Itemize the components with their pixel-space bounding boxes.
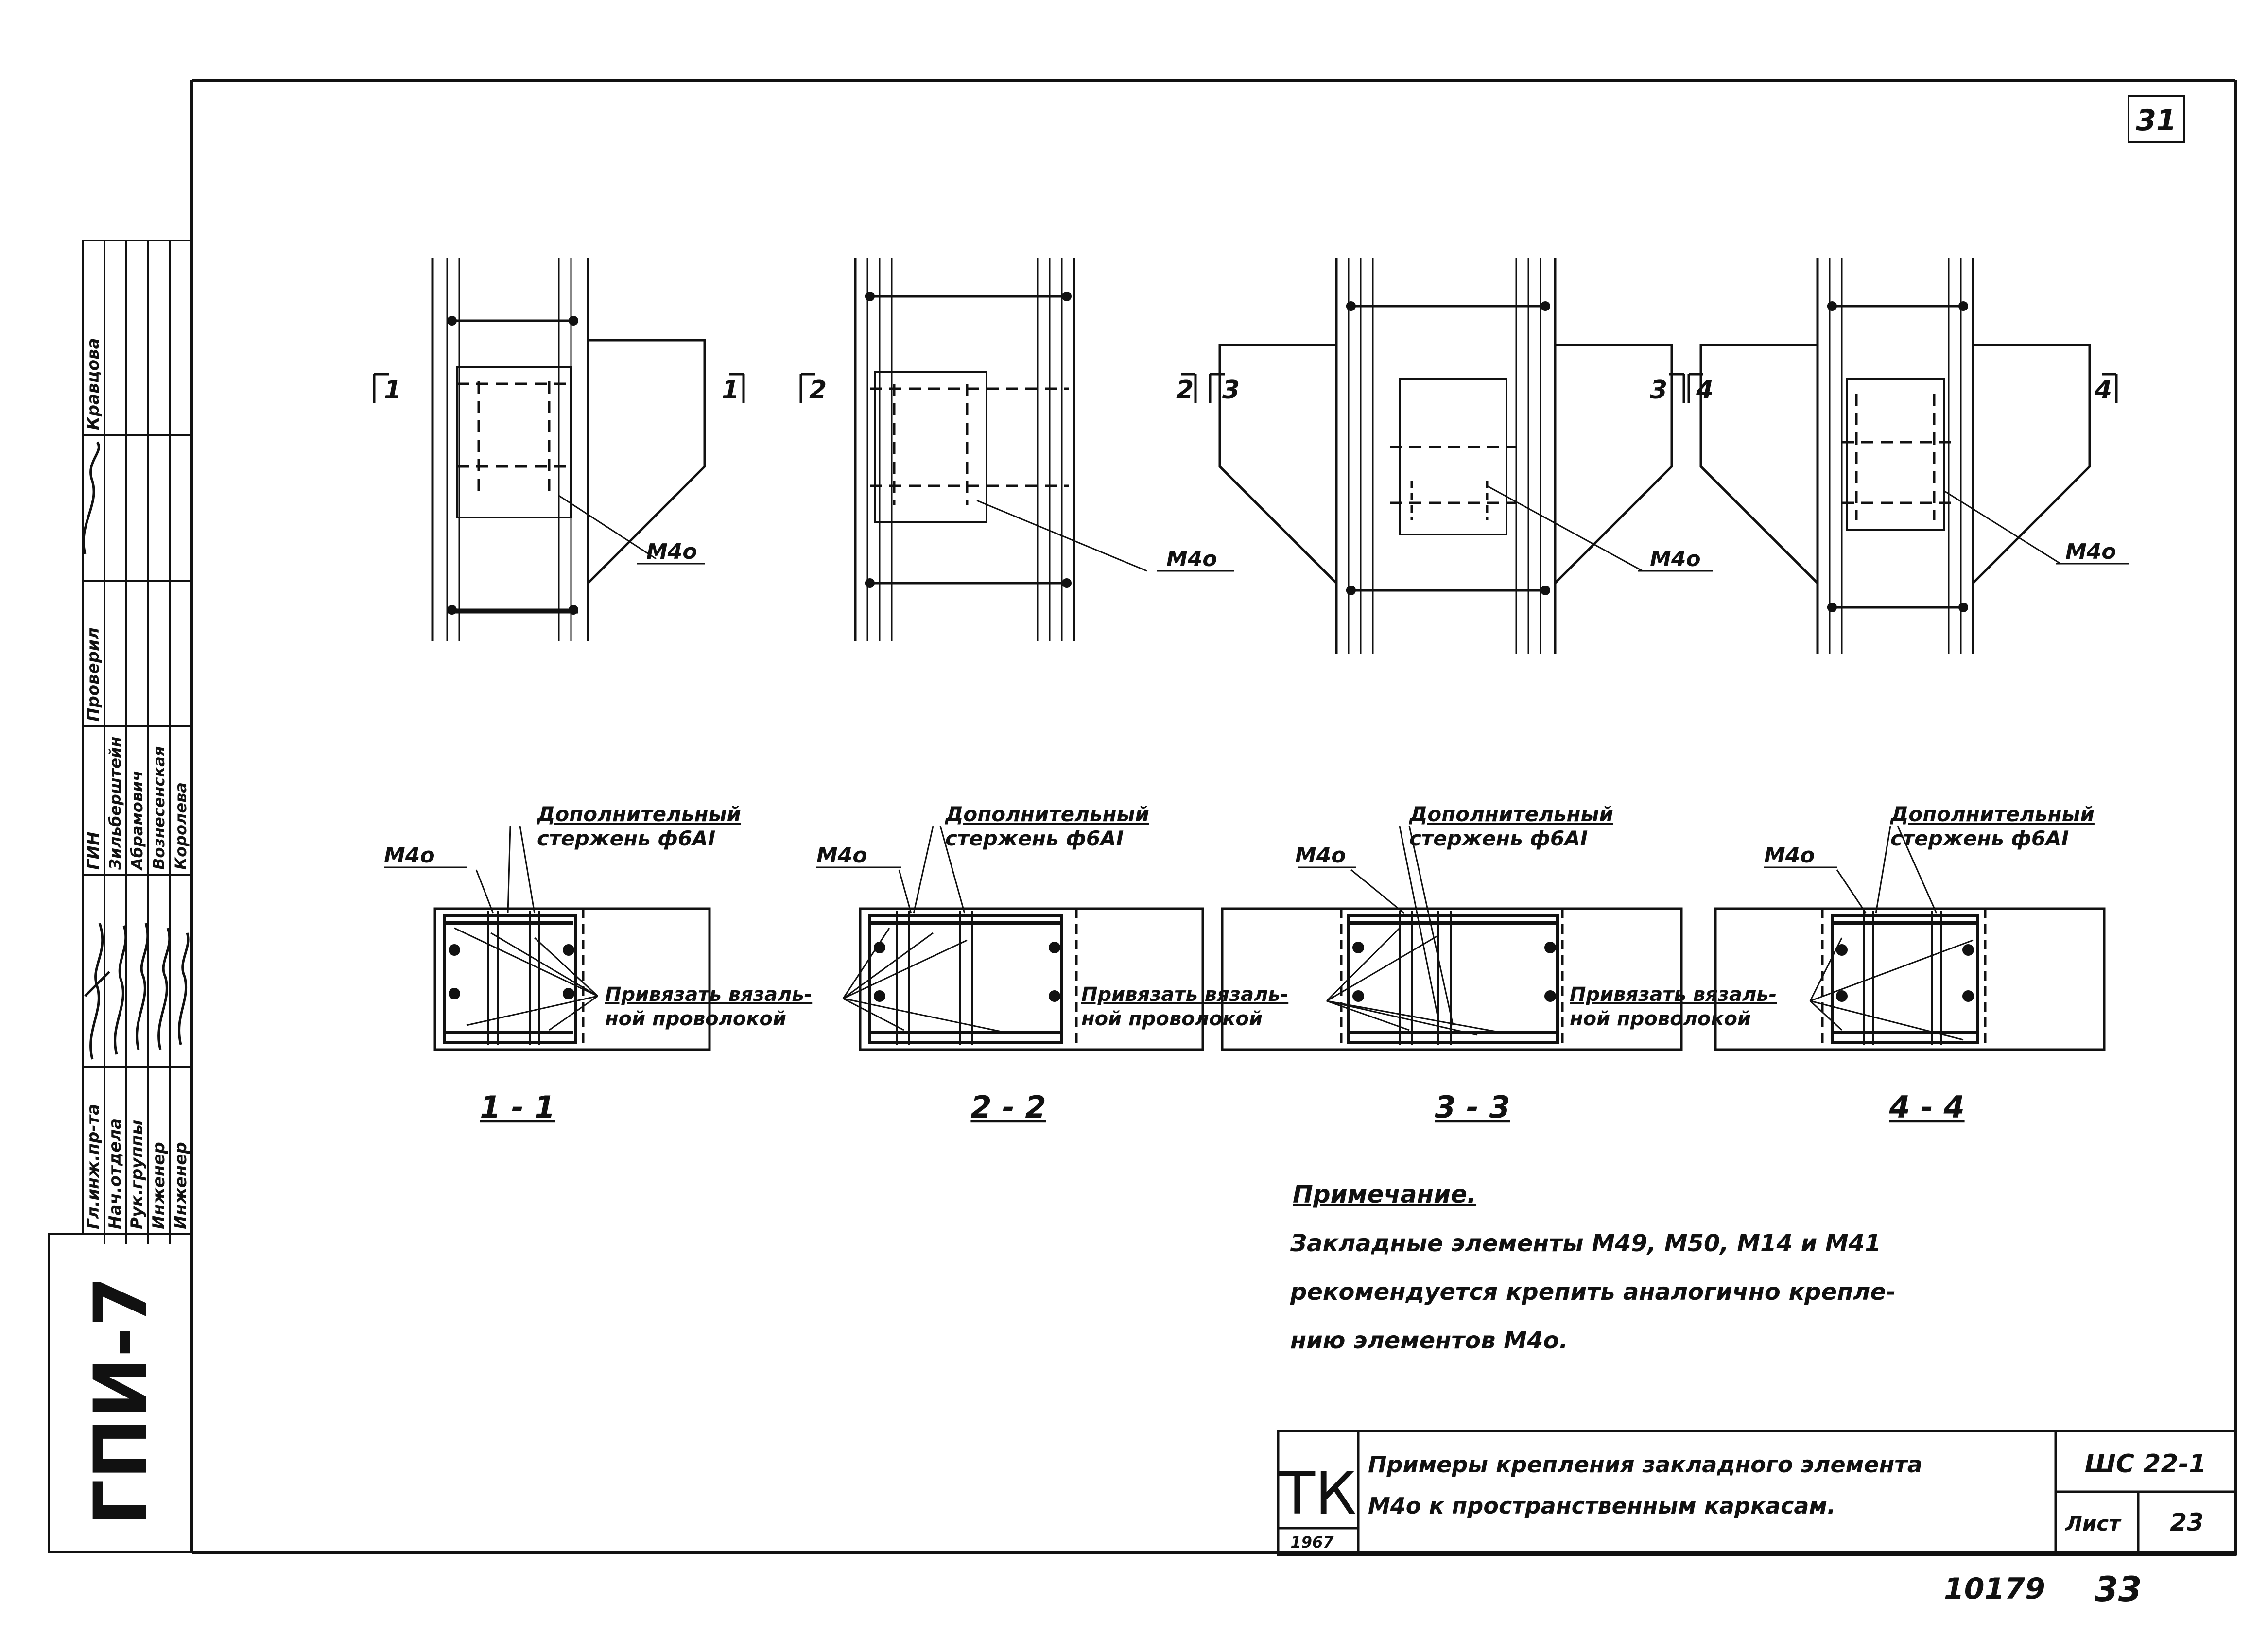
title-block [1277,1430,2237,1556]
name-zilbershtein: Зильберштейн [106,736,124,870]
plan-view-3 [1218,258,1713,654]
title-block-texts: ТК 1967 Примеры крепления закладного эле… [1279,1449,2207,1551]
plan4-mark-right: 4 [2094,376,2112,405]
stamp-number: ГПИ-7 [79,1276,163,1526]
plan1-callout: М4о [646,539,697,564]
name-abramovich: Абрамович [128,771,146,871]
tie-wire-1-line1: Привязать вязаль- [605,983,812,1006]
role-engineer-2: Инженер [171,1142,190,1229]
archive-number: 10179 [1944,1572,2045,1606]
note-line-2: рекомендуется крепить аналогично крепле- [1290,1278,1896,1306]
page-number: 33 [2095,1569,2142,1609]
plan-view-4 [1699,258,2129,654]
section-rebar-dots [449,942,1974,1002]
left-stamp-block [48,240,193,1553]
section-3-3 [1221,826,1683,1051]
plan2-mark-right: 2 [1176,376,1194,405]
tie-wire-3-line1: Привязать вязаль- [1570,983,1777,1006]
plan4-callout: М4о [2065,539,2116,564]
additional-bar-2-line1: Дополнительный [944,802,1149,826]
plan3-section-marks [1209,373,1685,403]
role-group-leader: Рук.группы [127,1120,147,1229]
plan2-callout: М4о [1166,547,1217,571]
left-stamp-texts: Гл.инж.пр-та Нач.отдела Рук.группы Инжен… [79,338,190,1526]
additional-bar-1-line2: стержень ф6АI [537,827,715,850]
section-1-1 [384,826,711,1051]
section3-callout: М4о [1295,843,1346,868]
plan-rebar-dots [447,292,1968,615]
additional-bar-4-line1: Дополнительный [1889,802,2095,826]
plan2-section-marks [799,373,1197,403]
tie-wire-3-line2: ной проволокой [1570,1008,1751,1030]
plan4-mark-left: 4 [1696,376,1714,405]
section1-callout: М4о [384,843,435,868]
tie-wire-2-line2: ной проволокой [1081,1008,1263,1030]
tk-logo: ТК [1279,1460,1357,1528]
note-line-1: Закладные элементы М49, М50, М14 и М41 [1290,1230,1881,1257]
checked-label: Проверил [84,627,103,722]
role-chief-engineer: Гл.инж.пр-та [84,1104,103,1229]
section-caption-1: 1 - 1 [480,1089,555,1125]
plan2-mark-left: 2 [809,376,827,405]
sheet-label: Лист [2064,1512,2122,1535]
gin-header: ГИН [84,831,103,870]
plan3-mark-left: 3 [1222,376,1240,405]
additional-bar-3-line2: стержень ф6АI [1409,827,1588,850]
corner-number-box: 31 [2128,95,2185,143]
section-caption-2: 2 - 2 [970,1089,1046,1125]
tie-wire-2-line1: Привязать вязаль- [1081,983,1288,1006]
section-2-2 [816,826,1204,1051]
section-labels: М4о М4о М4о М4о Дополнительный стержень … [384,802,2095,1125]
note-block: Примечание. Закладные элементы М49, М50,… [1290,1180,1896,1354]
additional-bar-4-line2: стержень ф6АI [1890,827,2069,850]
section4-callout: М4о [1764,843,1815,868]
series-code: ШС 22-1 [2085,1449,2207,1479]
section2-callout: М4о [816,843,867,868]
section-caption-4: 4 - 4 [1888,1089,1964,1125]
additional-bar-2-line2: стержень ф6АI [945,827,1124,850]
role-head-of-department: Нач.отдела [105,1118,125,1229]
additional-bar-1-line1: Дополнительный [536,802,741,826]
plan-view-1 [431,258,706,641]
name-koroleva: Королева [172,782,190,870]
signatures [82,441,190,1060]
checked-by-name: Кравцова [84,338,103,430]
role-engineer-1: Инженер [149,1142,169,1229]
tie-wire-1-line2: ной проволокой [605,1008,786,1030]
section-caption-3: 3 - 3 [1435,1089,1510,1125]
section-4-4 [1714,826,2106,1051]
plan-view-2 [854,258,1234,641]
plan1-section-marks [373,373,745,403]
plan1-mark-left: 1 [384,376,401,405]
plan4-section-marks [1687,373,2118,403]
additional-bar-3-line1: Дополнительный [1408,802,1613,826]
tk-year: 1967 [1290,1533,1334,1551]
drawing-title-line-1: Примеры крепления закладного элемента [1368,1451,1922,1478]
corner-number: 31 [2136,103,2177,138]
sheet-number: 23 [2170,1508,2204,1536]
drawing-title-line-2: М4о к пространственным каркасам. [1368,1493,1835,1519]
plan3-callout: М4о [1650,547,1701,571]
name-voznesenskaya: Вознесенская [150,746,168,870]
note-line-3: нию элементов М4о. [1290,1327,1568,1354]
plan1-mark-right: 1 [722,376,739,405]
note-title: Примечание. [1293,1180,1476,1208]
plan3-mark-right: 3 [1650,376,1667,405]
